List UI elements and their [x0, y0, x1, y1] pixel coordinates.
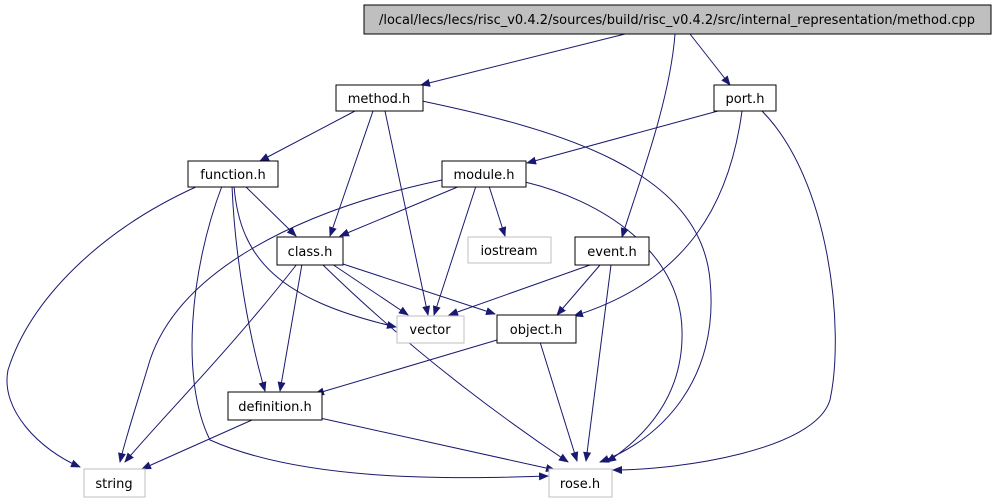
edge-function-h-string [6, 185, 199, 468]
node-module-h-label: module.h [453, 168, 514, 183]
edge-function-h-vector [233, 185, 397, 329]
node-class-h[interactable]: class.h [276, 236, 344, 266]
edges [6, 33, 836, 481]
node-string-label: string [95, 477, 132, 492]
node-module-h[interactable]: module.h [441, 160, 527, 188]
edge-event-h-rose-h [583, 264, 612, 462]
edge-function-h-definition-h [231, 185, 267, 392]
edge-port-h-rose-h [612, 110, 836, 474]
node-iostream[interactable]: iostream [467, 236, 552, 264]
edge-event-h-vector [448, 264, 591, 316]
edge-class-h-rose-h [321, 263, 569, 463]
edge-port-h-object-h [573, 110, 743, 318]
node-definition-h-label: definition.h [238, 400, 312, 415]
edge-class-h-vector [331, 263, 409, 316]
node-iostream-label: iostream [480, 244, 537, 259]
edge-object-h-definition-h [314, 339, 498, 396]
edge-module-h-vector [432, 185, 477, 316]
node-function-h[interactable]: function.h [187, 160, 279, 188]
node-definition-h[interactable]: definition.h [227, 391, 323, 421]
edge-port-h-module-h [526, 110, 719, 165]
node-root[interactable]: /local/lecs/lecs/risc_v0.4.2/sources/bui… [363, 4, 992, 35]
edge-definition-h-rose-h [319, 417, 556, 472]
node-method-h-label: method.h [348, 92, 411, 107]
edge-method-h-class-h [329, 110, 374, 237]
node-event-h[interactable]: event.h [574, 236, 650, 266]
node-port-h[interactable]: port.h [713, 84, 777, 112]
node-function-h-label: function.h [200, 168, 265, 183]
node-method-h[interactable]: method.h [335, 84, 424, 112]
node-object-h-label: object.h [510, 323, 562, 338]
node-port-h-label: port.h [725, 92, 764, 107]
node-class-h-label: class.h [288, 245, 333, 260]
edge-definition-h-string [141, 419, 253, 470]
edge-method-h-function-h [259, 110, 356, 162]
node-event-h-label: event.h [587, 245, 636, 260]
edge-function-h-rose-h [191, 185, 549, 481]
node-object-h[interactable]: object.h [496, 314, 577, 344]
edge-object-h-rose-h [539, 341, 579, 462]
edge-root-port-h [689, 33, 731, 86]
edge-module-h-string [118, 179, 443, 463]
edge-class-h-object-h [342, 263, 496, 315]
node-rose-h[interactable]: rose.h [548, 468, 613, 498]
edge-function-h-class-h [244, 185, 297, 237]
edge-method-h-vector [384, 110, 431, 316]
edge-class-h-definition-h [277, 263, 303, 392]
node-string[interactable]: string [83, 468, 146, 498]
edge-method-h-rose-h [421, 100, 712, 463]
node-vector-label: vector [409, 323, 451, 338]
edge-event-h-object-h [556, 264, 601, 316]
edge-module-h-rose-h [524, 181, 683, 463]
node-root-label: /local/lecs/lecs/risc_v0.4.2/sources/bui… [379, 13, 975, 28]
node-vector[interactable]: vector [396, 315, 465, 344]
edge-module-h-iostream [488, 185, 507, 237]
node-rose-h-label: rose.h [560, 477, 600, 492]
edge-module-h-class-h [339, 185, 461, 237]
edge-root-method-h [420, 33, 626, 87]
edge-class-h-string [124, 263, 298, 463]
edge-root-event-h [620, 33, 676, 238]
